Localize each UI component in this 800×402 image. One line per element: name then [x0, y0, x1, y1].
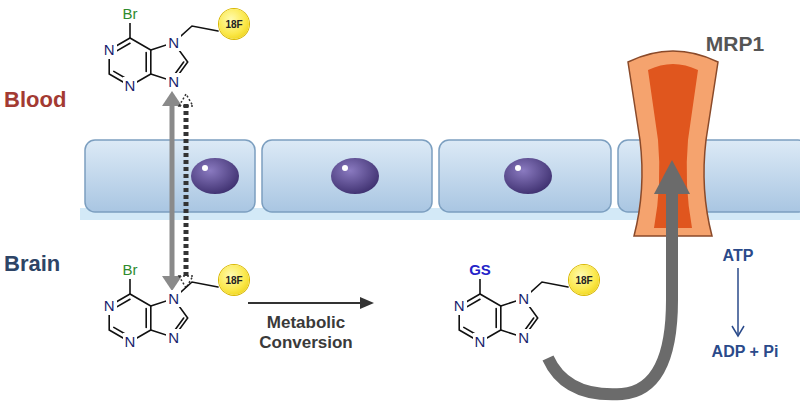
- atom-label: N: [166, 73, 181, 90]
- isotope-circle: 18F: [219, 9, 249, 39]
- nucleus-highlight: [202, 165, 208, 171]
- molecule-bonds: [109, 20, 218, 86]
- atom-label: N: [516, 290, 531, 307]
- atom-label: N: [452, 297, 467, 314]
- isotope-circle: 18F: [569, 265, 599, 295]
- atom-label: N: [166, 329, 181, 346]
- atom-label: N: [166, 290, 181, 307]
- atom-label: N: [166, 34, 181, 51]
- atom-label: N: [123, 77, 138, 94]
- compartment-label: Blood: [4, 87, 66, 112]
- isotope-label: 18F: [225, 275, 242, 286]
- transporter-label-box: MRP1: [702, 30, 768, 58]
- atom-label: N: [102, 41, 117, 58]
- isotope-label: 18F: [225, 19, 242, 30]
- transporter-name: MRP1: [706, 32, 764, 56]
- cofactor-label: ATP: [723, 247, 754, 265]
- atom-label: GS: [467, 261, 493, 278]
- atom-label: N: [123, 333, 138, 350]
- atom-label: N: [473, 333, 488, 350]
- conversion-arrow: [248, 297, 374, 309]
- molecule-bonds: [459, 276, 568, 342]
- atom-label: Br: [121, 261, 140, 278]
- endothelial-cell: [439, 140, 611, 212]
- nucleus: [191, 158, 239, 194]
- nucleus-highlight: [342, 165, 348, 171]
- atom-label: Br: [121, 5, 140, 22]
- isotope-label: 18F: [575, 275, 592, 286]
- endothelial-cell: [262, 140, 432, 212]
- nucleus-highlight: [515, 165, 521, 171]
- compartment-label: Brain: [4, 251, 60, 276]
- atp-arrow: [732, 268, 744, 336]
- atom-label: N: [102, 297, 117, 314]
- nucleus: [331, 158, 379, 194]
- efflux-arrow: [548, 160, 690, 394]
- molecule-bonds: [109, 276, 218, 342]
- isotope-circle: 18F: [219, 265, 249, 295]
- nucleus: [504, 158, 552, 194]
- diffusion-arrow: [162, 91, 193, 291]
- atom-label: N: [516, 329, 531, 346]
- cofactor-label: ADP + Pi: [712, 343, 779, 361]
- process-label: Metabolic Conversion: [241, 313, 371, 352]
